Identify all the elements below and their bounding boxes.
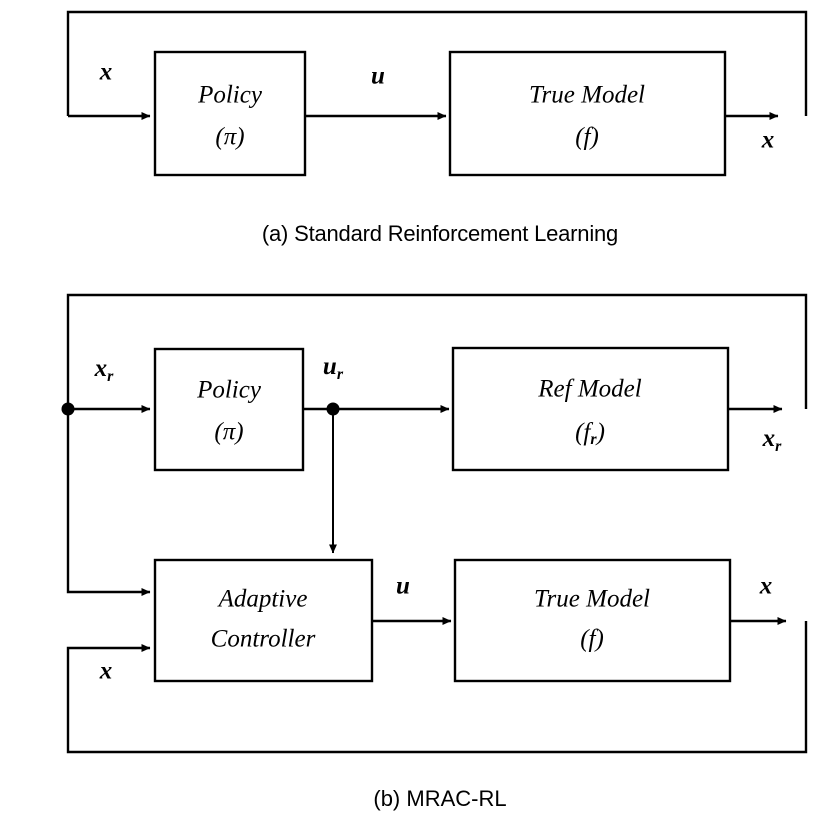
feedback-loop-true-b <box>66 621 808 754</box>
junction-dot-ur-b <box>326 402 340 416</box>
signal-label-x-out-b: x <box>759 573 773 600</box>
block-true-model-b <box>453 558 732 683</box>
signal-label-x-in-a: x <box>99 59 113 86</box>
caption-a: (a) Standard Reinforcement Learning <box>262 221 618 246</box>
block-true-model-a <box>448 50 727 177</box>
panel-a-group: Policy (π) True Model (f) x u x <box>66 10 808 177</box>
block-policy-a <box>153 50 307 177</box>
block-ref-model-b-line2: (fr) <box>575 419 605 448</box>
block-true-model-b-line1: True Model <box>534 586 650 613</box>
block-policy-a-line1: Policy <box>197 82 263 109</box>
caption-b: (b) MRAC-RL <box>373 786 506 811</box>
block-policy-b-line1: Policy <box>196 377 262 404</box>
block-ref-model-b-line1: Ref Model <box>537 376 641 403</box>
block-true-model-b-line2: (f) <box>580 626 604 653</box>
signal-label-x-feedback-b: x <box>99 658 113 685</box>
signal-label-u-a: u <box>371 63 385 90</box>
block-policy-b-line2: (π) <box>214 419 243 446</box>
signal-label-xr-in-b: xr <box>94 355 115 385</box>
signal-label-ur-b: ur <box>323 353 344 383</box>
signal-label-xr-out-b: xr <box>762 425 783 455</box>
panel-b-group: Policy (π) Ref Model (fr) Adaptive Contr… <box>61 293 808 754</box>
junction-dot-xr-b <box>61 402 75 416</box>
block-true-model-a-line1: True Model <box>529 82 645 109</box>
wire-xr-to-adaptive-b <box>66 409 151 596</box>
block-adaptive-controller-b <box>153 558 374 683</box>
feedback-loop-a <box>66 10 808 116</box>
block-true-model-a-line2: (f) <box>575 124 599 151</box>
signal-label-x-out-a: x <box>761 127 775 154</box>
block-policy-b <box>153 347 305 472</box>
signal-label-u-b: u <box>396 573 410 600</box>
block-adaptive-controller-b-line2: Controller <box>211 626 316 653</box>
block-ref-model-b <box>451 346 730 472</box>
block-policy-a-line2: (π) <box>215 124 244 151</box>
feedback-loop-ref-b <box>66 293 808 409</box>
block-adaptive-controller-b-line1: Adaptive <box>217 586 308 613</box>
